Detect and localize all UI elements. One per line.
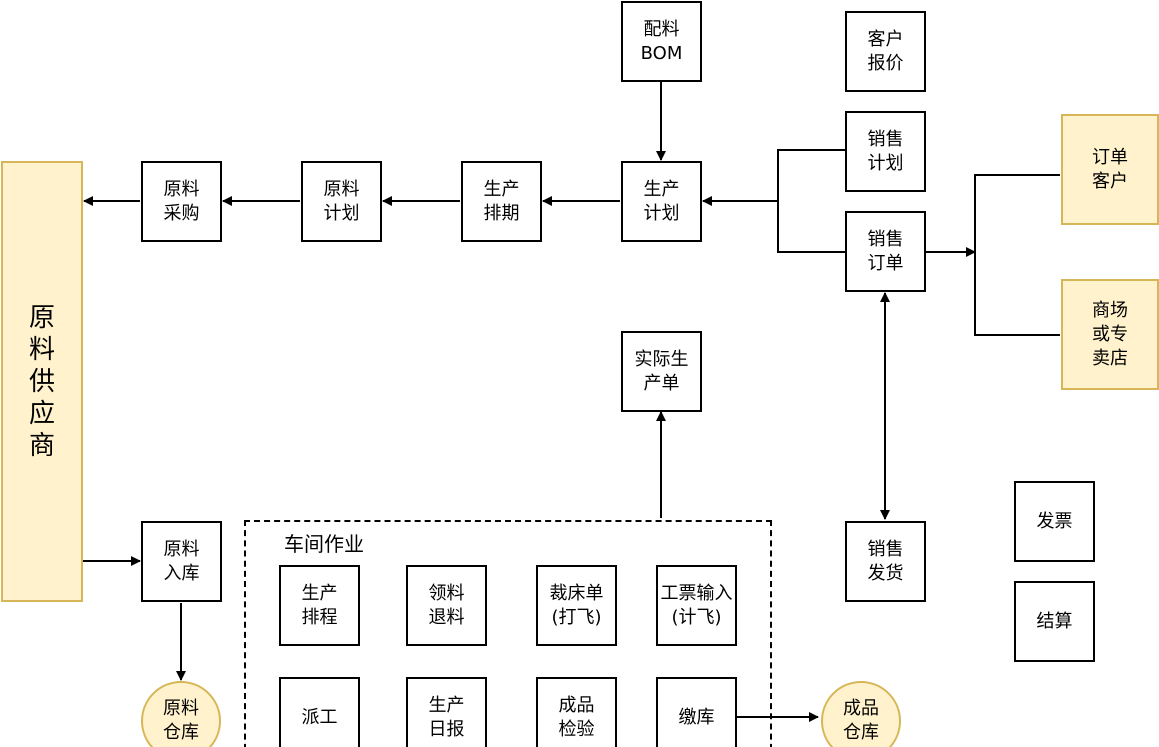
node-label: 发票 bbox=[1036, 510, 1073, 532]
node-product-warehouse[interactable]: 成品 仓库 bbox=[821, 681, 901, 747]
workshop-title: 车间作业 bbox=[284, 532, 364, 556]
node-label: 成品 检验 bbox=[558, 694, 595, 740]
node-settlement[interactable]: 结算 bbox=[1014, 581, 1095, 662]
node-production-plan[interactable]: 生产 计划 bbox=[621, 161, 702, 242]
node-material-supplier[interactable]: 原 料 供 应 商 bbox=[1, 161, 83, 602]
node-ticket-input[interactable]: 工票输入 (计飞) bbox=[656, 565, 737, 646]
node-label: 销售 发货 bbox=[867, 538, 904, 584]
node-label: 订单 客户 bbox=[1092, 146, 1128, 192]
node-material-return[interactable]: 领料 退料 bbox=[406, 565, 487, 646]
node-label: 销售 计划 bbox=[867, 128, 904, 174]
node-material-warehouse[interactable]: 原料 仓库 bbox=[141, 681, 221, 747]
node-label: 原 料 供 应 商 bbox=[28, 302, 55, 461]
node-label: 生产 排期 bbox=[483, 178, 520, 224]
node-production-schedule[interactable]: 生产 排期 bbox=[461, 161, 542, 242]
node-material-inbound[interactable]: 原料 入库 bbox=[141, 521, 222, 602]
node-label: 领料 退料 bbox=[428, 582, 465, 628]
node-label: 生产 排程 bbox=[301, 582, 338, 628]
node-label: 实际生 产单 bbox=[634, 348, 689, 394]
node-label: 客户 报价 bbox=[867, 28, 904, 74]
connector-sales-plan bbox=[777, 149, 845, 201]
node-cutting-ticket[interactable]: 裁床单 (打飞) bbox=[536, 565, 617, 646]
node-sales-delivery[interactable]: 销售 发货 bbox=[845, 521, 926, 602]
node-label: 生产 计划 bbox=[643, 178, 680, 224]
node-label: 原料 仓库 bbox=[163, 698, 199, 743]
node-production-process[interactable]: 生产 排程 bbox=[279, 565, 360, 646]
node-label: 商场 或专 卖店 bbox=[1092, 299, 1128, 369]
node-sales-plan[interactable]: 销售 计划 bbox=[845, 111, 926, 192]
node-dispatch[interactable]: 派工 bbox=[279, 677, 360, 747]
node-order-customer[interactable]: 订单 客户 bbox=[1061, 114, 1159, 225]
node-label: 原料 入库 bbox=[163, 538, 200, 584]
node-label: 缴库 bbox=[678, 706, 715, 728]
node-label: 原料 计划 bbox=[323, 178, 360, 224]
node-actual-production[interactable]: 实际生 产单 bbox=[621, 331, 702, 412]
node-warehousing[interactable]: 缴库 bbox=[656, 677, 737, 747]
node-label: 工票输入 (计飞) bbox=[660, 582, 733, 628]
node-material-purchase[interactable]: 原料 采购 bbox=[141, 161, 222, 242]
node-mall-store[interactable]: 商场 或专 卖店 bbox=[1061, 279, 1159, 390]
node-sales-order[interactable]: 销售 订单 bbox=[845, 211, 926, 292]
connector-to-order-customer bbox=[974, 174, 1060, 336]
node-customer-quote[interactable]: 客户 报价 bbox=[845, 11, 926, 92]
node-label: 原料 采购 bbox=[163, 178, 200, 224]
node-daily-report[interactable]: 生产 日报 bbox=[406, 677, 487, 747]
node-label: 成品 仓库 bbox=[843, 698, 879, 743]
node-bom[interactable]: 配料 BOM bbox=[621, 1, 702, 82]
node-material-plan[interactable]: 原料 计划 bbox=[301, 161, 382, 242]
connector-sales-order bbox=[777, 201, 845, 253]
node-label: 生产 日报 bbox=[428, 694, 465, 740]
node-label: 结算 bbox=[1036, 610, 1073, 632]
node-product-inspection[interactable]: 成品 检验 bbox=[536, 677, 617, 747]
node-label: 配料 BOM bbox=[640, 18, 683, 64]
node-label: 销售 订单 bbox=[867, 228, 904, 274]
node-label: 裁床单 (打飞) bbox=[549, 582, 604, 628]
node-label: 派工 bbox=[301, 706, 338, 728]
node-invoice[interactable]: 发票 bbox=[1014, 481, 1095, 562]
workshop-container bbox=[244, 520, 772, 747]
